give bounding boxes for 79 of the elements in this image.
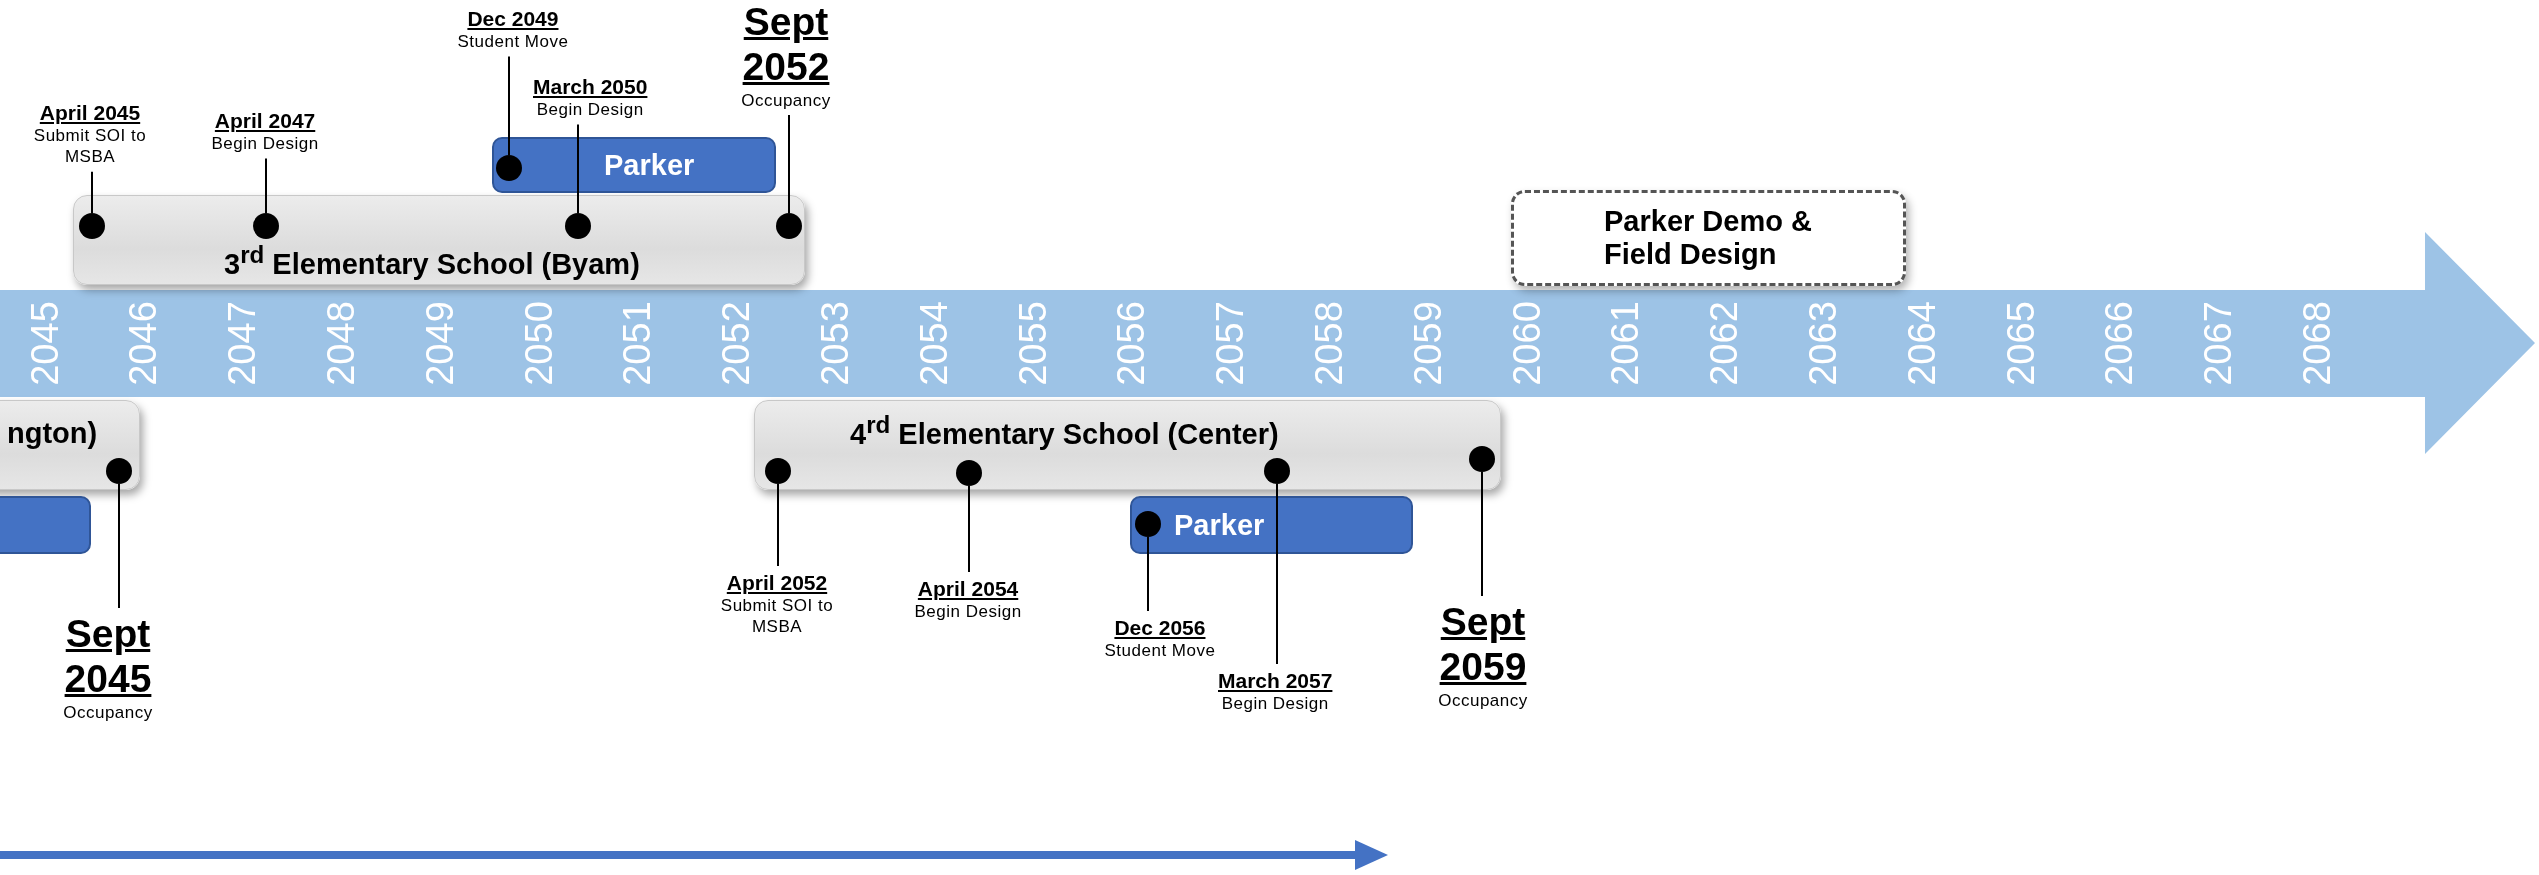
- year-label: 2055: [1011, 300, 1055, 386]
- milestone-dot: [253, 213, 279, 239]
- milestone-date: Sept 2059: [1438, 600, 1528, 690]
- milestone-dot: [776, 213, 802, 239]
- milestone-description: Begin Design: [536, 99, 644, 121]
- bar-title: Parker: [604, 149, 695, 182]
- bar-title: 3$^{rd}$ Elementary School (Byam): [224, 241, 640, 281]
- milestone-description: Begin Design: [1221, 693, 1329, 715]
- year-label: 2068: [2295, 300, 2339, 386]
- school-bar: [754, 400, 1501, 490]
- year-label: 2059: [1406, 300, 1450, 386]
- year-label: 2045: [23, 300, 67, 386]
- milestone-date: Dec 2056: [1114, 615, 1206, 641]
- milestone-description: Occupancy: [63, 701, 153, 723]
- milestone-description: Student Move: [457, 31, 569, 53]
- milestone-description: Begin Design: [914, 601, 1022, 623]
- bar-title: 4$^{rd}$ Elementary School (Center): [850, 411, 1279, 451]
- milestone-dot: [1135, 511, 1161, 537]
- milestone-description: Student Move: [1104, 640, 1216, 662]
- milestone-date: March 2050: [533, 74, 648, 100]
- year-label: 2050: [517, 300, 561, 386]
- year-label: 2052: [714, 300, 758, 386]
- year-label: 2062: [1702, 300, 1746, 386]
- milestone-dot: [1264, 458, 1290, 484]
- bar-title: ngton): [7, 417, 98, 450]
- milestone-dot: [1469, 446, 1495, 472]
- leader-line: [265, 157, 267, 214]
- milestone-description: Occupancy: [1438, 689, 1528, 711]
- milestone-date: April 2047: [214, 108, 316, 134]
- year-label: 2057: [1208, 300, 1252, 386]
- leader-line: [118, 483, 120, 609]
- year-label: 2054: [912, 300, 956, 386]
- milestone-description: Begin Design: [211, 133, 319, 155]
- milestone-description: Submit SOI to MSBA: [32, 125, 148, 168]
- year-label: 2067: [2196, 300, 2240, 386]
- leader-line: [577, 123, 579, 214]
- year-label: 2056: [1110, 300, 1154, 386]
- milestone-dot: [765, 458, 791, 484]
- year-label: 2051: [616, 300, 660, 386]
- year-label: 2049: [418, 300, 462, 386]
- milestone-dot: [79, 213, 105, 239]
- school-bar: [73, 195, 805, 285]
- milestone-date: Dec 2049: [467, 6, 559, 32]
- year-label: 2066: [2098, 300, 2142, 386]
- leader-line: [968, 485, 970, 573]
- leader-line: [1481, 471, 1483, 597]
- year-label: 2058: [1307, 300, 1351, 386]
- year-label: 2061: [1604, 300, 1648, 386]
- leader-line: [1276, 483, 1278, 665]
- year-label: 2046: [122, 300, 166, 386]
- phase-bar: [492, 137, 776, 193]
- year-label: 2063: [1801, 300, 1845, 386]
- milestone-dot: [956, 460, 982, 486]
- milestone-date: Sept 2045: [63, 612, 153, 702]
- leader-line: [777, 483, 779, 567]
- leader-line: [91, 170, 93, 214]
- milestone-date: March 2057: [1218, 668, 1333, 694]
- phase-bar: [1130, 496, 1413, 554]
- year-label: 2048: [319, 300, 363, 386]
- school-bar: [0, 400, 140, 490]
- year-label: 2065: [1999, 300, 2043, 386]
- bar-title: Parker: [1174, 509, 1265, 542]
- milestone-dot: [106, 458, 132, 484]
- year-label: 2064: [1900, 300, 1944, 386]
- milestone-description: Occupancy: [741, 89, 831, 111]
- year-label: 2047: [220, 300, 264, 386]
- year-label: 2053: [813, 300, 857, 386]
- leader-line: [788, 113, 790, 214]
- bar: [0, 496, 91, 554]
- bar-title: Parker Demo & Field Design: [1604, 205, 1813, 271]
- milestone-date: April 2052: [726, 570, 828, 596]
- milestone-description: Submit SOI to MSBA: [719, 595, 835, 638]
- milestone-date: April 2054: [917, 576, 1019, 602]
- milestone-date: April 2045: [39, 100, 141, 126]
- milestone-date: Sept 2052: [741, 0, 831, 90]
- year-label: 2060: [1505, 300, 1549, 386]
- planned-phase-box: [1511, 190, 1906, 286]
- milestone-dot: [496, 155, 522, 181]
- milestone-dot: [565, 213, 591, 239]
